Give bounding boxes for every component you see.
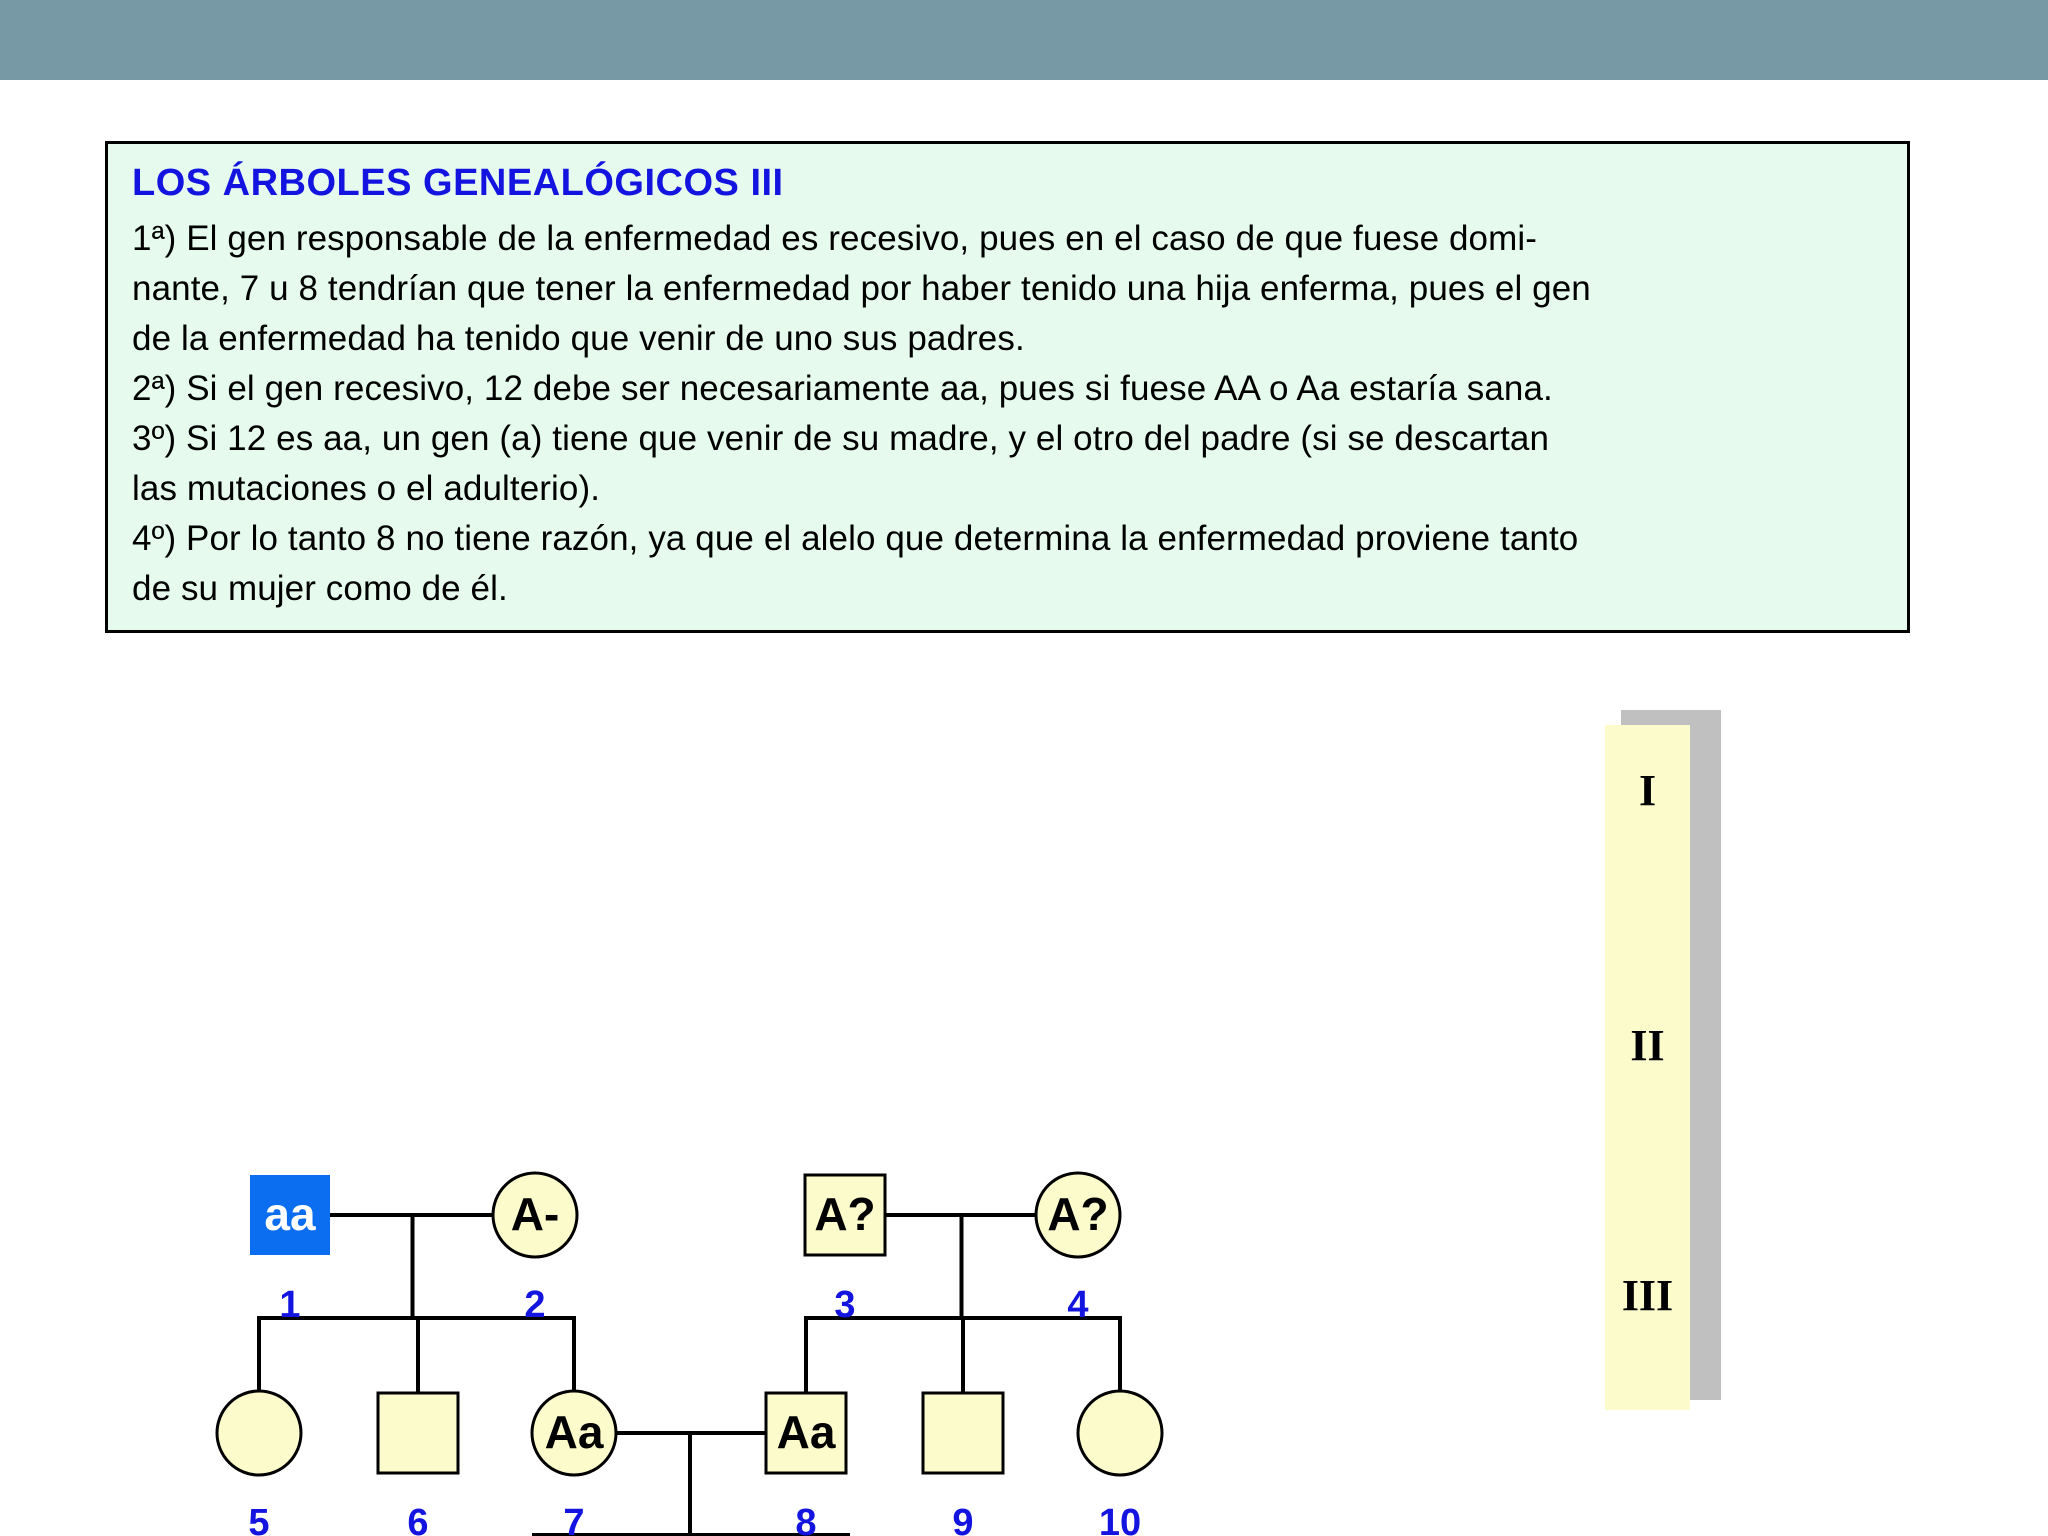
generation-label-ii: II bbox=[1630, 1021, 1665, 1070]
explanation-line-4: 2ª) Si el gen recesivo, 12 debe ser nece… bbox=[132, 368, 1553, 408]
genotype-label-8: Aa bbox=[777, 1406, 836, 1458]
genotype-label-3: A? bbox=[814, 1188, 875, 1240]
individual-5: 5 bbox=[215, 1389, 303, 1536]
individual-number-4: 4 bbox=[1067, 1284, 1088, 1326]
individual-number-2: 2 bbox=[524, 1284, 545, 1326]
symbol-circle-7 bbox=[530, 1389, 618, 1477]
symbol-circle-10 bbox=[1076, 1389, 1164, 1477]
top-decorative-bar bbox=[0, 0, 2048, 80]
symbol-square-6 bbox=[376, 1391, 460, 1475]
symbol-square-8 bbox=[764, 1391, 848, 1475]
explanation-line-1: 1ª) El gen responsable de la enfermedad … bbox=[132, 218, 1538, 258]
genotype-label-2: A- bbox=[511, 1188, 560, 1240]
symbol-square-9 bbox=[921, 1391, 1005, 1475]
genotype-label-7: Aa bbox=[545, 1406, 604, 1458]
explanation-line-3: de la enfermedad ha tenido que venir de … bbox=[132, 318, 1025, 358]
explanation-line-5: 3º) Si 12 es aa, un gen (a) tiene que ve… bbox=[132, 418, 1550, 458]
generation-legend-panel: I II III bbox=[1605, 710, 1721, 1410]
symbol-square-3 bbox=[803, 1173, 887, 1257]
individual-number-3: 3 bbox=[834, 1284, 855, 1326]
legend-face: I II III bbox=[1605, 725, 1690, 1410]
pedigree-connector-lines bbox=[257, 1213, 1122, 1536]
generation-label-i: I bbox=[1638, 766, 1657, 815]
individual-number-7: 7 bbox=[563, 1502, 584, 1536]
individual-4: A? 4 bbox=[1034, 1171, 1122, 1326]
individual-8: Aa 8 bbox=[764, 1391, 848, 1536]
individual-number-1: 1 bbox=[279, 1284, 300, 1326]
explanation-line-6: las mutaciones o el adulterio). bbox=[132, 468, 601, 508]
individual-number-8: 8 bbox=[795, 1502, 816, 1536]
generation-label-iii: III bbox=[1621, 1271, 1674, 1320]
individual-6: 6 bbox=[376, 1391, 460, 1536]
page-title: LOS ÁRBOLES GENEALÓGICOS III bbox=[132, 162, 784, 204]
symbol-circle-2 bbox=[491, 1171, 579, 1259]
individual-1: aa 1 bbox=[250, 1175, 330, 1326]
explanation-line-7: 4º) Por lo tanto 8 no tiene razón, ya qu… bbox=[132, 518, 1579, 558]
symbol-circle-5 bbox=[215, 1389, 303, 1477]
genotype-label-1: aa bbox=[264, 1188, 316, 1240]
individual-10: 10 bbox=[1076, 1389, 1164, 1536]
genotype-label-4: A? bbox=[1047, 1188, 1108, 1240]
individual-number-10: 10 bbox=[1099, 1502, 1141, 1536]
individual-3: A? 3 bbox=[803, 1173, 887, 1326]
individual-9: 9 bbox=[921, 1391, 1005, 1536]
individual-number-5: 5 bbox=[248, 1502, 269, 1536]
symbol-circle-4 bbox=[1034, 1171, 1122, 1259]
individual-number-9: 9 bbox=[952, 1502, 973, 1536]
explanation-line-8: de su mujer como de él. bbox=[132, 568, 508, 608]
individual-7: Aa 7 bbox=[530, 1389, 618, 1536]
explanation-box: LOS ÁRBOLES GENEALÓGICOS III 1ª) El gen … bbox=[105, 141, 1910, 633]
individual-2: A- 2 bbox=[491, 1171, 579, 1326]
explanation-line-2: nante, 7 u 8 tendrían que tener la enfer… bbox=[132, 268, 1591, 308]
individual-number-6: 6 bbox=[407, 1502, 428, 1536]
symbol-square-1 bbox=[250, 1175, 330, 1255]
